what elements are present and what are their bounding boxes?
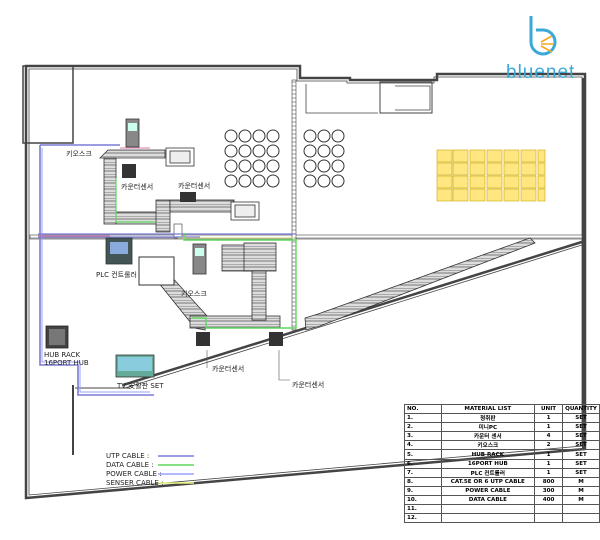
label-tv-set: TV 安활판 SET bbox=[117, 382, 164, 390]
cell-unit: 1 bbox=[533, 422, 564, 433]
label-hub-rack: HUB RACK bbox=[44, 351, 81, 359]
bluenet-logo-icon bbox=[529, 16, 557, 56]
legend-data: DATA CABLE : bbox=[106, 461, 154, 469]
cables bbox=[38, 144, 297, 396]
cell-material: PLC 컨트롤러 bbox=[440, 467, 536, 478]
yellow-panel-grid bbox=[436, 149, 546, 202]
label-counter-sensor-3: 카운터센서 bbox=[212, 365, 245, 373]
brand-name: bluenet bbox=[506, 62, 576, 83]
cell-qty: SET bbox=[562, 422, 600, 433]
cell-material: DATA CABLE bbox=[440, 494, 536, 506]
cell-no: 9. bbox=[404, 485, 442, 496]
cell-qty: M bbox=[562, 485, 600, 496]
cell-material: POWER CABLE bbox=[440, 485, 536, 496]
cell-unit: 1 bbox=[533, 467, 564, 478]
cell-material: 청취판 bbox=[440, 413, 536, 424]
legend-lines bbox=[158, 455, 194, 484]
cell-no: 11. bbox=[404, 504, 442, 515]
cell-unit: 1 bbox=[533, 449, 564, 460]
cell-material: 16PORT HUB bbox=[440, 458, 536, 469]
legend-sensor: SENSER CABLE : bbox=[106, 479, 164, 487]
cell-qty: SET bbox=[562, 458, 600, 469]
cell-unit: 2 bbox=[533, 440, 564, 451]
cell-unit: 1 bbox=[533, 458, 564, 469]
leader-lines bbox=[206, 350, 290, 381]
cell-material bbox=[440, 504, 536, 515]
cell-material bbox=[440, 513, 536, 524]
cell-qty: M bbox=[562, 476, 600, 487]
cell-material: HUB RACK bbox=[440, 449, 536, 460]
header-material: MATERIAL LIST bbox=[440, 403, 536, 415]
plc-box bbox=[138, 256, 175, 286]
cell-material: 카운터 센서 bbox=[440, 431, 536, 442]
cell-no: 6. bbox=[404, 458, 442, 469]
cell-no: 2. bbox=[404, 422, 442, 433]
cell-qty: SET bbox=[562, 467, 600, 478]
cell-unit: 800 bbox=[533, 476, 564, 487]
legend-utp: UTP CABLE : bbox=[106, 452, 150, 460]
header-unit: UNIT bbox=[533, 403, 564, 415]
header-quantity: QUANTITY bbox=[562, 403, 600, 415]
circle-grid-left bbox=[224, 129, 280, 188]
header-no: NO. bbox=[404, 403, 442, 415]
table-header-row: NO. MATERIAL LIST UNIT QUANTITY bbox=[404, 403, 600, 415]
cell-qty: SET bbox=[562, 413, 600, 424]
table-row: 12. bbox=[404, 513, 600, 524]
table-row: 11. bbox=[404, 504, 600, 515]
cell-no: 4. bbox=[404, 440, 442, 451]
cell-material: CAT.5E OR 6 UTP CABLE bbox=[440, 476, 536, 487]
label-kiosk-top: 키오스크 bbox=[66, 150, 92, 158]
cell-material: 키오스크 bbox=[440, 440, 536, 451]
cell-unit: 300 bbox=[533, 485, 564, 496]
cell-no: 10. bbox=[404, 494, 442, 506]
cell-qty bbox=[562, 504, 600, 515]
counter-sensor-icon bbox=[122, 164, 136, 178]
cell-qty: SET bbox=[562, 440, 600, 451]
cell-unit: 400 bbox=[533, 494, 564, 506]
legend-power: POWER CABLE : bbox=[106, 470, 162, 478]
cell-no: 7. bbox=[404, 467, 442, 478]
cell-no: 5. bbox=[404, 449, 442, 460]
equipment bbox=[45, 118, 283, 378]
cell-no: 8. bbox=[404, 476, 442, 487]
cell-unit bbox=[533, 513, 564, 524]
cell-no: 3. bbox=[404, 431, 442, 442]
cell-qty: SET bbox=[562, 449, 600, 460]
label-plc-controller: PLC 컨트롤러 bbox=[96, 271, 137, 279]
circle-grid-right bbox=[303, 129, 345, 188]
right-divider-wall bbox=[582, 78, 585, 448]
cell-qty: M bbox=[562, 494, 600, 506]
cell-unit: 1 bbox=[533, 413, 564, 424]
label-counter-sensor-2: 카운터센서 bbox=[178, 182, 211, 190]
cell-unit bbox=[533, 504, 564, 515]
conveyors bbox=[99, 149, 536, 331]
label-counter-sensor-1: 카운터센서 bbox=[121, 183, 154, 191]
divider-wall bbox=[291, 79, 297, 331]
cell-material: 미니PC bbox=[440, 422, 536, 433]
label-hub-port: 16PORT HUB bbox=[44, 359, 89, 367]
label-kiosk-mid: 키오스크 bbox=[181, 290, 207, 298]
cell-unit: 4 bbox=[533, 431, 564, 442]
cell-qty bbox=[562, 513, 600, 524]
cell-no: 12. bbox=[404, 513, 442, 524]
label-counter-sensor-4: 카운터센서 bbox=[292, 381, 325, 389]
cell-qty: SET bbox=[562, 431, 600, 442]
carts bbox=[165, 147, 260, 221]
cell-no: 1. bbox=[404, 413, 442, 424]
